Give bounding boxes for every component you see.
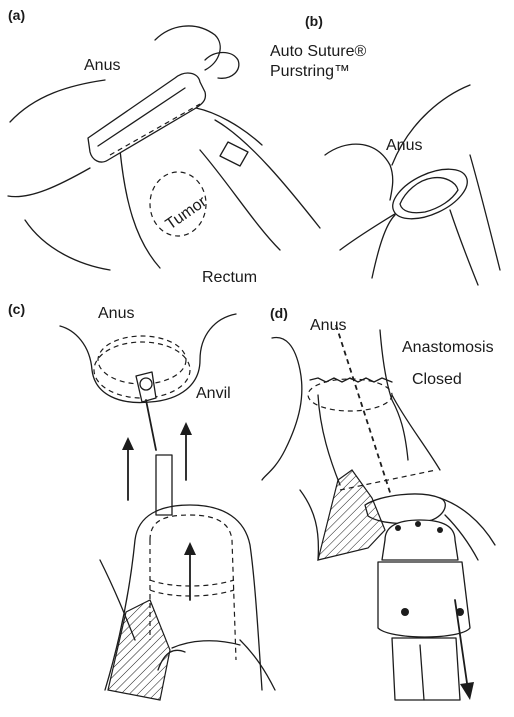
- suture-line: [172, 641, 240, 648]
- tumor-label: Tumor: [163, 193, 211, 233]
- panel-d-letter: (d): [270, 305, 288, 321]
- clamp-arm: [196, 108, 262, 145]
- purse-string-clamp: [88, 73, 205, 162]
- stapler-handle: [392, 638, 460, 700]
- skin-outline: [325, 144, 393, 200]
- clamp-handle: [155, 26, 220, 70]
- hatched-tissue: [108, 600, 170, 700]
- up-arrow: [122, 437, 134, 500]
- anvil-bolt: [395, 525, 401, 531]
- rectum-right-wall: [215, 120, 320, 228]
- panel-b: (b) Auto Suture® Purstring™ Anus: [270, 13, 500, 285]
- panel-c: (c) Anus Anvil: [8, 301, 275, 700]
- bowel-outline: [392, 395, 440, 470]
- stapler-body: [378, 562, 470, 637]
- skin-outline: [8, 168, 90, 197]
- anvil-tip: [140, 378, 152, 390]
- skin-outline: [300, 490, 318, 560]
- skin-outline: [372, 215, 395, 278]
- skin-outline: [10, 80, 105, 122]
- panel-a-letter: (a): [8, 7, 25, 23]
- rectum-label: Rectum: [202, 269, 257, 286]
- panel-b-letter: (b): [305, 13, 323, 29]
- stapler-band: [150, 590, 234, 596]
- anus-label-d: Anus: [310, 317, 346, 334]
- anus-label-c: Anus: [98, 305, 134, 322]
- up-arrow: [184, 542, 196, 600]
- skin-outline: [25, 220, 110, 270]
- device-label-line2: Purstring™: [270, 63, 350, 80]
- anastomosis-label: Anastomosis: [402, 339, 494, 356]
- hatched-tissue: [318, 470, 385, 560]
- stapler-band: [150, 580, 234, 586]
- skin-outline: [340, 212, 398, 250]
- anal-opening: [385, 159, 474, 229]
- skin-outline: [262, 337, 302, 480]
- up-arrow: [180, 422, 192, 480]
- stapler-rivet: [401, 608, 409, 616]
- panel-d: (d) Anus Anastomosis Closed: [262, 305, 495, 700]
- anvil-label: Anvil: [196, 385, 231, 402]
- closed-label: Closed: [412, 371, 462, 388]
- suture-line: [240, 640, 275, 690]
- anus-label-b: Anus: [386, 137, 422, 154]
- bowel-outline: [450, 210, 478, 285]
- device-label-line1: Auto Suture®: [270, 43, 367, 60]
- anus-label-a: Anus: [84, 57, 120, 74]
- bowel-outline: [318, 395, 340, 485]
- panel-c-letter: (c): [8, 301, 25, 317]
- clamp-handle: [205, 53, 239, 79]
- anastomosis-ring: [308, 379, 392, 411]
- anvil-shaft: [146, 400, 156, 450]
- anvil-bolt: [415, 521, 421, 527]
- stapler-rod: [156, 455, 172, 515]
- bowel-outline: [470, 155, 500, 270]
- rectum-left-wall: [120, 150, 160, 268]
- clamp-hinge: [220, 142, 248, 166]
- anvil-bolt: [437, 527, 443, 533]
